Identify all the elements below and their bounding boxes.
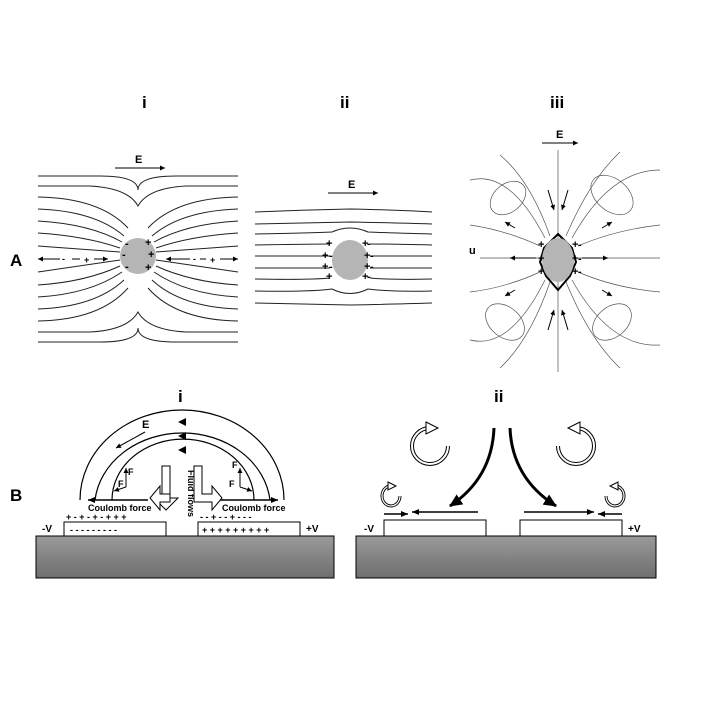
- svg-text:F: F: [232, 460, 238, 470]
- row-label-b: B: [10, 486, 22, 505]
- svg-text:-: -: [125, 261, 129, 273]
- panel-a-ii-numeral: ii: [340, 93, 349, 112]
- field-label: E: [556, 129, 563, 141]
- fluid-flow-arrows: [149, 465, 223, 512]
- svg-text:+: +: [145, 237, 151, 249]
- particle: [120, 238, 156, 274]
- svg-text:+: +: [572, 253, 578, 265]
- panel-a-i-numeral: i: [142, 93, 147, 112]
- svg-text:-: -: [329, 250, 333, 262]
- particle: [542, 238, 574, 282]
- svg-text:+: +: [364, 261, 370, 273]
- coulomb-force-label-right: Coulomb force: [222, 503, 286, 513]
- velocity-label: u: [469, 245, 476, 257]
- svg-text:-: -: [62, 254, 65, 264]
- svg-text:-: -: [370, 250, 374, 262]
- svg-text:+: +: [538, 253, 544, 265]
- panel-a-ii: ii E ++- +-+- +-+- ++-: [254, 93, 433, 306]
- neg-voltage: -V: [364, 524, 374, 535]
- svg-text:- - + - - + - - -: - - + - - + - - -: [200, 512, 252, 522]
- vortex-icon-small-left: [380, 481, 402, 508]
- svg-text:+: +: [210, 255, 215, 265]
- svg-text:-: -: [367, 271, 371, 283]
- svg-text:+: +: [326, 238, 332, 250]
- fluid-flows-label: Fluid flows: [186, 470, 196, 517]
- field-label: E: [348, 179, 355, 191]
- vortex-icon-small-right: [604, 481, 626, 508]
- svg-text:-: -: [578, 253, 582, 265]
- panel-b-i: i -V +V + - + - + - + + + - - - - - - - …: [35, 387, 335, 579]
- svg-text:F: F: [118, 479, 124, 489]
- svg-text:+: +: [145, 262, 151, 274]
- field-label: E: [142, 419, 149, 431]
- field-lines: [254, 208, 433, 306]
- svg-text:F: F: [128, 467, 134, 477]
- panel-a-iii-numeral: iii: [550, 93, 564, 112]
- panel-b-ii-numeral: ii: [494, 387, 503, 406]
- field-label: E: [135, 154, 142, 166]
- force-components-right: F F: [229, 460, 253, 492]
- particle-outline: [538, 232, 578, 292]
- flow-arrow-right: [508, 427, 557, 508]
- svg-text:+: +: [362, 238, 368, 250]
- pos-voltage: +V: [306, 524, 319, 535]
- svg-text:-: -: [578, 239, 582, 251]
- svg-text:+: +: [364, 250, 370, 262]
- electrode-charges: + - + - + - + + + - - - - - - - - - - - …: [66, 512, 269, 535]
- flow-arrow-left: [449, 427, 496, 508]
- svg-text:+: +: [362, 271, 368, 283]
- panel-a-i: i E - + - + - + - +: [37, 93, 239, 343]
- svg-text:+ + + + + + + + +: + + + + + + + + +: [202, 525, 269, 535]
- svg-text:+: +: [322, 261, 328, 273]
- row-label-a: A: [10, 251, 22, 270]
- svg-text:+: +: [322, 250, 328, 262]
- panel-b-ii: ii -V +V: [355, 387, 657, 579]
- field-arcs: [79, 409, 285, 501]
- substrate: [355, 535, 657, 579]
- svg-text:-: -: [367, 238, 371, 250]
- svg-text:+: +: [326, 271, 332, 283]
- surface-charges: ++- ++- ++-: [538, 239, 582, 278]
- streamlines: [469, 150, 661, 372]
- surface-charges: - + - + - +: [122, 237, 154, 274]
- svg-text:-: -: [578, 266, 582, 278]
- electrode-left: [383, 519, 487, 537]
- coulomb-force-label-left: Coulomb force: [88, 503, 152, 513]
- velocity-vectors: [504, 189, 613, 331]
- dipole-arrows: - + - +: [38, 254, 238, 265]
- svg-text:F: F: [229, 479, 235, 489]
- svg-text:-: -: [370, 261, 374, 273]
- neg-voltage: -V: [42, 524, 52, 535]
- svg-text:+: +: [538, 239, 544, 251]
- svg-text:+ - + - + - + + +: + - + - + - + + +: [66, 512, 127, 522]
- svg-text:+: +: [148, 249, 154, 261]
- svg-text:-: -: [329, 261, 333, 273]
- substrate: [35, 535, 335, 579]
- vortex-icon-large-right: [556, 421, 596, 466]
- panel-b-i-numeral: i: [178, 387, 183, 406]
- electrode-right: [519, 519, 623, 537]
- surface-charges: ++- +-+- +-+- ++-: [322, 238, 374, 283]
- electrode-right: [197, 521, 301, 537]
- particle: [332, 240, 368, 280]
- force-components-left: F F: [113, 467, 134, 492]
- svg-text:+: +: [572, 239, 578, 251]
- svg-text:-: -: [122, 249, 126, 261]
- panel-a-iii: iii E u: [469, 93, 661, 372]
- svg-text:+: +: [538, 266, 544, 278]
- svg-text:-: -: [125, 238, 129, 250]
- svg-text:+: +: [84, 255, 89, 265]
- svg-text:+: +: [572, 266, 578, 278]
- svg-text:- - - - - - - -: - - - - - - - - -: [70, 525, 117, 535]
- pos-voltage: +V: [628, 524, 641, 535]
- electrode-left: [63, 521, 167, 537]
- vortex-icon-large-left: [410, 421, 450, 466]
- field-lines: [37, 175, 239, 343]
- svg-text:-: -: [193, 254, 196, 264]
- tangent-field-arrow: [115, 431, 146, 449]
